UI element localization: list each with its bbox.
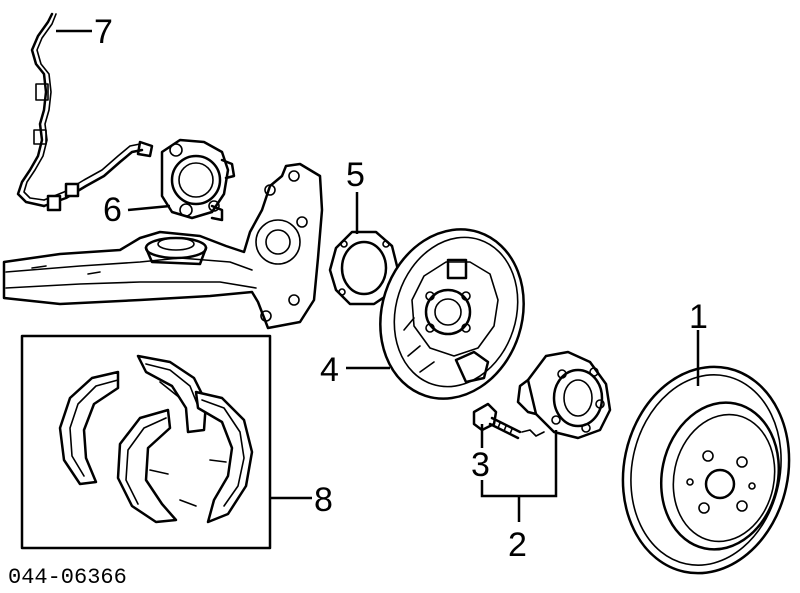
abs-speed-sensor-part-6 <box>160 138 236 222</box>
axle-hub-part-2 <box>516 350 612 440</box>
leader-bracket-2 <box>480 430 558 498</box>
backing-plate-part-4 <box>379 228 525 400</box>
callout-5: 5 <box>346 156 365 194</box>
leader-lines <box>56 29 700 522</box>
callout-4: 4 <box>320 351 339 389</box>
leader-6 <box>127 204 171 212</box>
abs-sensor-wire-part-7 <box>16 12 154 212</box>
brake-shoe-set-part-8 <box>20 334 272 550</box>
brake-drum-part-1 <box>621 365 791 575</box>
callout-7: 7 <box>94 13 113 51</box>
hub-bolt-part-3 <box>472 402 522 440</box>
callout-3: 3 <box>471 446 490 484</box>
callout-8: 8 <box>314 481 333 519</box>
rear-axle-beam <box>2 162 324 330</box>
callout-2: 2 <box>508 526 527 564</box>
callout-6: 6 <box>103 191 122 229</box>
diagram-code: 044-06366 <box>8 565 127 590</box>
callout-1: 1 <box>689 298 708 336</box>
